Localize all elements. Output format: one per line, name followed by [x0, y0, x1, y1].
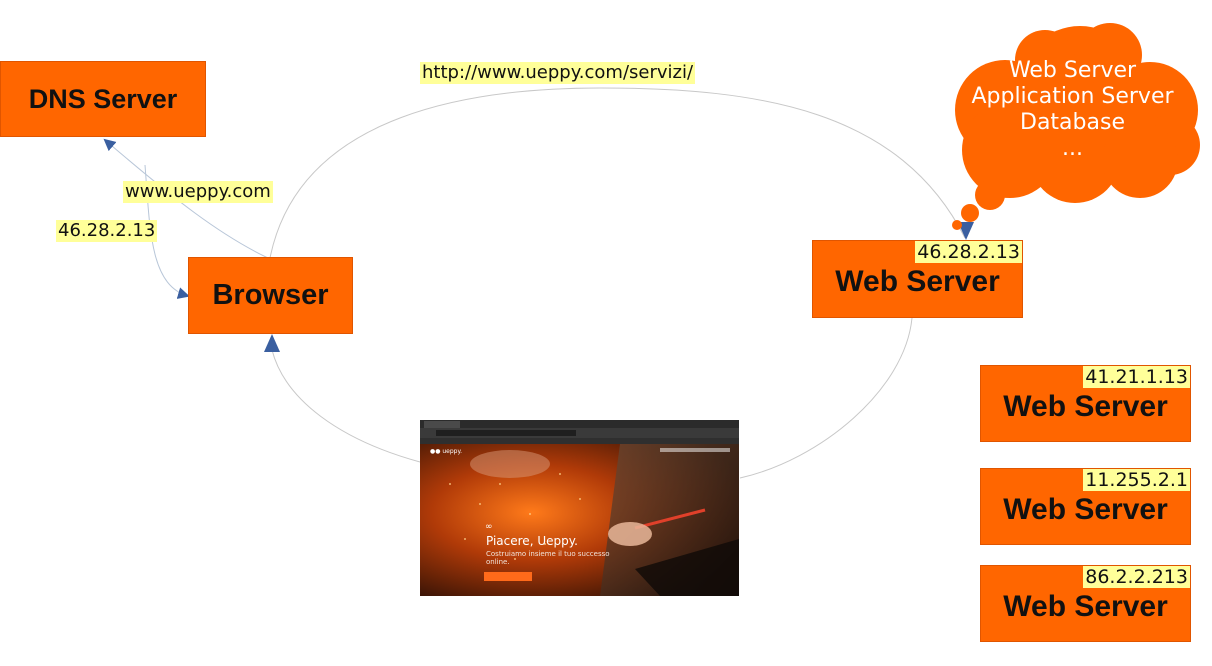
cloud-line-ellipsis: ... [1062, 136, 1083, 161]
cloud-line-application-server: Application Server [971, 84, 1174, 109]
web-server-box-3: 86.2.2.213 Web Server [980, 565, 1191, 642]
screenshot-subline-2: online. [486, 558, 510, 566]
dns-server-label: DNS Server [28, 83, 178, 114]
screenshot-headline: Piacere, Ueppy. [486, 534, 578, 548]
svg-text:●● ueppy.: ●● ueppy. [430, 448, 462, 455]
response-arc-right [739, 317, 913, 479]
main-web-server-ip: 46.28.2.13 [915, 241, 1022, 263]
cloud-line-web-server: Web Server [1008, 58, 1137, 83]
url-label: http://www.ueppy.com/servizi/ [420, 62, 696, 84]
browser-box: Browser [188, 257, 353, 334]
main-web-server-label: Web Server [835, 265, 1000, 298]
web-server-1-label: Web Server [1003, 389, 1168, 423]
screenshot-hero-image: ●● ueppy. [420, 444, 739, 596]
web-server-box-1: 41.21.1.13 Web Server [980, 365, 1191, 442]
web-server-3-label: Web Server [1003, 589, 1168, 623]
screenshot-tab [424, 421, 460, 428]
screenshot-addressbar [420, 428, 739, 438]
web-server-box-2: 11.255.2.1 Web Server [980, 468, 1191, 545]
response-arc-left [271, 349, 421, 463]
dns-server-box: DNS Server [0, 61, 206, 137]
website-screenshot: ●● ueppy. ∞ Piacere, Ueppy. Costruiamo i… [420, 420, 739, 596]
browser-label: Browser [212, 279, 329, 311]
thought-cloud [952, 23, 1200, 230]
screenshot-tabbar [420, 420, 739, 428]
web-server-2-ip: 11.255.2.1 [1083, 469, 1190, 491]
web-server-3-ip: 86.2.2.213 [1083, 566, 1190, 588]
screenshot-url-field [436, 430, 576, 436]
http-request-arc [269, 87, 966, 259]
web-server-1-ip: 41.21.1.13 [1083, 366, 1190, 388]
response-arrowhead [264, 334, 280, 352]
screenshot-logo-mark: ∞ [485, 522, 493, 532]
domain-label: www.ueppy.com [123, 181, 273, 203]
main-web-server-box: 46.28.2.13 Web Server [812, 240, 1023, 318]
screenshot-subline-1: Costruiamo insieme il tuo successo [486, 550, 610, 558]
cloud-text: Web Server Application Server Database .… [950, 58, 1195, 162]
http-request-arrowhead [958, 222, 974, 240]
screenshot-bookmarks [420, 438, 739, 444]
dns-request-arrow [103, 138, 269, 259]
cloud-line-database: Database [1020, 110, 1125, 135]
web-server-2-label: Web Server [1003, 492, 1168, 526]
resolved-ip-label: 46.28.2.13 [56, 220, 158, 242]
